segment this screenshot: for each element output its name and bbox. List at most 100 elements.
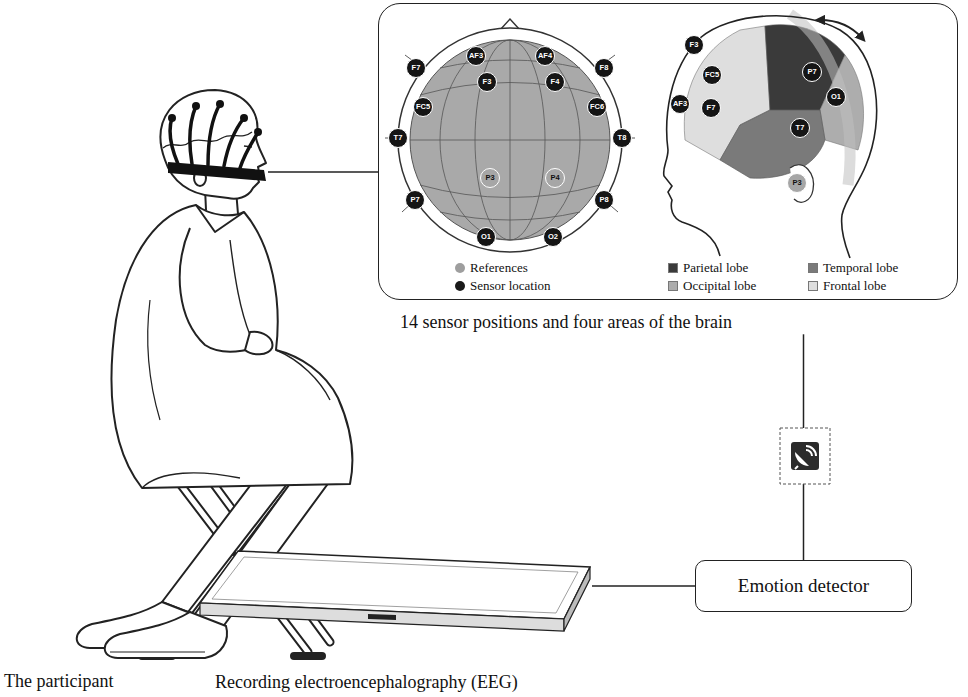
head-map-top-view xyxy=(410,40,610,240)
legend-label: Occipital lobe xyxy=(683,278,756,294)
legend-swatch xyxy=(808,281,818,291)
sensor-label: FC5 xyxy=(416,103,430,111)
head-map-top-view xyxy=(410,40,610,240)
legend-label: Sensor location xyxy=(470,278,551,294)
eeg-headset xyxy=(216,100,224,108)
legend-label: Parietal lobe xyxy=(683,260,748,276)
participant-coat xyxy=(148,300,160,420)
head-side-view xyxy=(664,16,877,258)
sensor-label: AF3 xyxy=(673,100,687,108)
legend-swatch xyxy=(668,263,678,273)
sensor-label: P8 xyxy=(599,196,608,204)
head-map-top-view xyxy=(420,185,600,198)
legend-entry: Parietal lobe xyxy=(668,260,748,276)
legend-entry: References xyxy=(455,260,528,276)
sensor-electrode: F7 xyxy=(406,58,426,78)
sensor-electrode: T8 xyxy=(612,128,632,148)
legend-label: Frontal lobe xyxy=(823,278,886,294)
sensor-electrode: P8 xyxy=(594,190,614,210)
sensor-label: O1 xyxy=(831,93,841,101)
sensor-label: F8 xyxy=(600,64,609,72)
reference-electrode: P3 xyxy=(480,168,500,188)
wireless-icon xyxy=(780,428,830,484)
eeg-headset xyxy=(170,104,258,168)
headset-band xyxy=(790,14,850,185)
eeg-headset xyxy=(240,114,248,122)
sensor-electrode: T7 xyxy=(388,128,408,148)
eeg-recorder: Recording electroencephalography (EEG) xyxy=(198,545,592,692)
sensor-label: T7 xyxy=(394,134,403,142)
sensor-label: T8 xyxy=(618,134,627,142)
legend-label: Temporal lobe xyxy=(823,260,898,276)
wireless-icon xyxy=(795,452,809,466)
reference-electrode: P3 xyxy=(787,173,807,193)
sensor-electrode: FC5 xyxy=(413,97,433,117)
head-map-top-view xyxy=(440,212,580,220)
rotation-arrow xyxy=(820,20,862,38)
head-map-top-view xyxy=(385,55,635,212)
sensor-electrode: P7 xyxy=(802,62,822,82)
process-box: Emotion detector xyxy=(695,560,912,612)
panel-frame xyxy=(378,3,958,300)
sensor-electrode: P7 xyxy=(405,190,425,210)
legend-label: References xyxy=(470,260,528,276)
sensor-label: P7 xyxy=(807,68,816,76)
participant-coat xyxy=(112,205,353,488)
sensor-label: P3 xyxy=(792,179,801,187)
participant-coat xyxy=(276,350,330,400)
sensor-electrode: O1 xyxy=(476,227,496,247)
panel-caption-block: 14 sensor positions and four areas of th… xyxy=(378,310,758,334)
device-caption: Recording electroencephalography (EEG) xyxy=(198,672,592,692)
tablet-front xyxy=(200,603,564,631)
legend-entry: Sensor location xyxy=(455,278,551,294)
reference-electrode: P4 xyxy=(545,168,565,188)
sensor-electrode: F7 xyxy=(701,98,721,118)
sensor-label: T7 xyxy=(796,124,805,132)
wireless-icon xyxy=(806,446,816,456)
headset-leader xyxy=(268,171,378,173)
sensor-label: F7 xyxy=(412,64,421,72)
sensor-label: FC6 xyxy=(590,103,604,111)
box-label: Emotion detector xyxy=(738,575,869,598)
temporal-lobe xyxy=(720,110,825,178)
tablet-device xyxy=(198,545,592,645)
occipital-lobe xyxy=(820,55,864,150)
sensor-label: FC5 xyxy=(705,71,719,79)
sensor-label: AF4 xyxy=(538,52,552,60)
wireless-icon xyxy=(795,466,798,469)
sensor-electrode: F4 xyxy=(545,72,565,92)
head-map-top-view xyxy=(410,40,610,240)
sensor-label: P3 xyxy=(485,174,494,182)
head-map-top-view xyxy=(385,19,635,252)
sensor-label: F4 xyxy=(551,78,560,86)
eeg-headset xyxy=(254,128,262,136)
sensor-label: O2 xyxy=(548,233,558,241)
tablet-button xyxy=(368,614,396,620)
participant-head xyxy=(161,90,266,214)
eeg-headset xyxy=(192,102,200,110)
sensor-electrode: T7 xyxy=(790,118,810,138)
wireless-icon xyxy=(791,442,819,470)
panel-caption: 14 sensor positions and four areas of th… xyxy=(400,310,758,334)
eeg-headset xyxy=(168,114,176,122)
figure-label: The participant xyxy=(4,671,113,691)
sensor-electrode: AF3 xyxy=(466,46,486,66)
participant-legs xyxy=(105,612,227,658)
participant-coat xyxy=(112,205,353,488)
sensor-electrode: F3 xyxy=(477,72,497,92)
sensor-label: P4 xyxy=(550,174,559,182)
legend-entry: Frontal lobe xyxy=(808,278,886,294)
legend-entry: Occipital lobe xyxy=(668,278,756,294)
eeg-headset xyxy=(168,100,266,181)
sensor-label: AF3 xyxy=(469,52,483,60)
participant-coat xyxy=(245,332,272,355)
head-map-top-view xyxy=(440,60,580,68)
head-map-top-view xyxy=(385,55,635,212)
sensor-label: F3 xyxy=(690,41,699,49)
sensor-electrode: FC6 xyxy=(587,97,607,117)
legend-swatch xyxy=(808,263,818,273)
participant-coat xyxy=(230,240,250,335)
sensor-electrode: F3 xyxy=(684,35,704,55)
participant-head xyxy=(161,90,266,199)
